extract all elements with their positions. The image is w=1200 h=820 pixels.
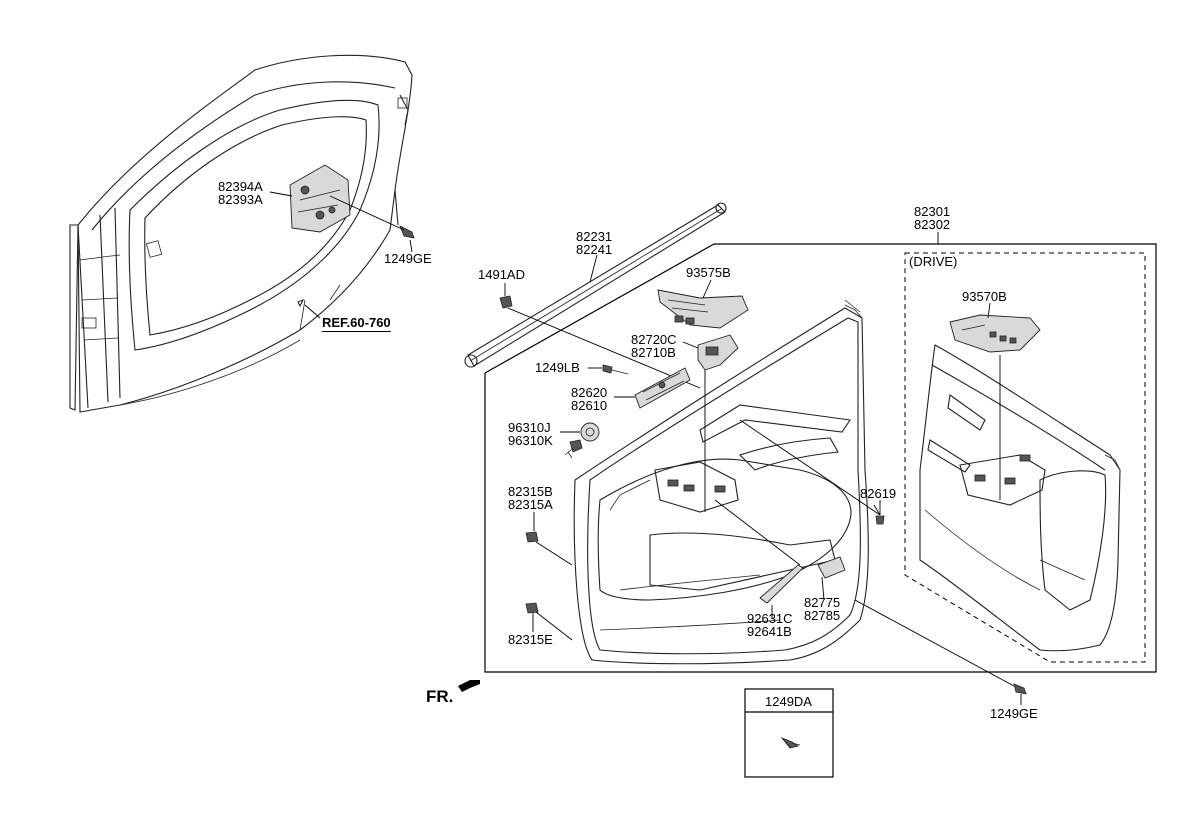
part-label-82785: 82785: [804, 608, 841, 623]
part-label-96310J: 96310J: [508, 420, 551, 435]
part-label-82231: 82231: [576, 229, 613, 244]
switch-panel-93570B: [949, 314, 1041, 353]
speaker: [564, 422, 600, 459]
inside-handle: [634, 367, 691, 409]
part-label-82302: 82302: [914, 217, 951, 232]
part-label-92641B: 92641B: [747, 624, 792, 639]
part-label-82720C: 82720C: [631, 332, 677, 347]
part-label-1249LB: 1249LB: [535, 360, 580, 375]
part-label-82620: 82620: [571, 385, 608, 400]
part-label-82775: 82775: [804, 595, 841, 610]
front-direction-label: FR.: [426, 687, 454, 706]
reference-label: REF.60-760: [322, 315, 391, 332]
drive-label: (DRIVE): [909, 254, 958, 269]
driver-door-trim: [919, 344, 1121, 652]
part-label-82610: 82610: [571, 398, 608, 413]
part-label-82241: 82241: [576, 242, 613, 257]
part-label-82315A: 82315A: [508, 497, 553, 512]
part-label-82315E: 82315E: [508, 632, 553, 647]
belt-weatherstrip: [464, 202, 727, 368]
part-label-82315B: 82315B: [508, 484, 553, 499]
switch-panel-93575B: [657, 289, 749, 329]
part-label-1491AD: 1491AD: [478, 267, 525, 282]
part-label-1249GE-top: 1249GE: [384, 251, 432, 266]
part-label-1249DA: 1249DA: [765, 694, 812, 709]
part-label-82301: 82301: [914, 204, 951, 219]
part-label-1249GE-bottom: 1249GE: [990, 706, 1038, 721]
part-label-82619: 82619: [860, 486, 897, 501]
part-label-82394A: 82394A: [218, 179, 263, 194]
part-label-96310K: 96310K: [508, 433, 553, 448]
handle-bracket: [697, 334, 739, 371]
door-frame-illustration: [69, 54, 415, 413]
part-label-92631C: 92631C: [747, 611, 793, 626]
part-label-82710B: 82710B: [631, 345, 676, 360]
door-trim-panel: [573, 299, 869, 665]
part-label-93570B: 93570B: [962, 289, 1007, 304]
part-label-93575B: 93575B: [686, 265, 731, 280]
part-label-82393A: 82393A: [218, 192, 263, 207]
front-arrow-icon: [458, 680, 480, 692]
